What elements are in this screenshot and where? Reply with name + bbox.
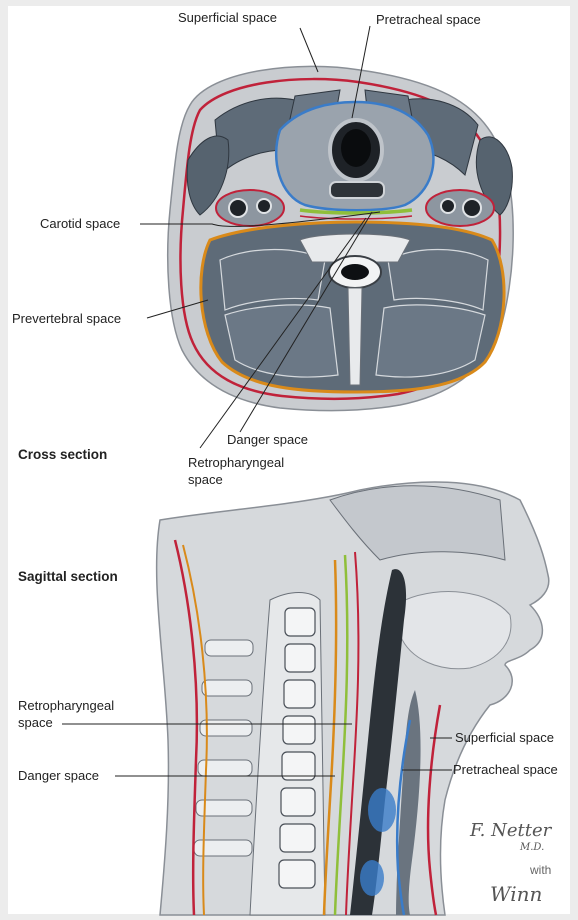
title-cross-section: Cross section — [18, 447, 107, 463]
label-retropharyngeal-sag-2: space — [18, 715, 53, 731]
label-carotid-space: Carotid space — [40, 216, 120, 232]
signature-netter: F. Netter — [470, 820, 551, 841]
label-retropharyngeal-sag-1: Retropharyngeal — [18, 698, 114, 714]
signature-with: with — [530, 862, 551, 878]
label-pretracheal-space-cross: Pretracheal space — [376, 12, 481, 28]
carotid-sheath-left — [216, 190, 284, 226]
label-superficial-space-sag: Superficial space — [455, 730, 554, 746]
title-sagittal-section: Sagittal section — [18, 569, 118, 585]
carotid-sheath-right — [426, 190, 494, 226]
leader-superficial — [300, 28, 318, 72]
sagittal-section-diagram — [62, 482, 549, 915]
trachea-lumen — [341, 129, 371, 167]
cross-section-diagram — [140, 26, 513, 448]
label-danger-space-sag: Danger space — [18, 768, 99, 784]
esophagus — [330, 182, 384, 198]
label-prevertebral-space: Prevertebral space — [12, 311, 121, 327]
label-superficial-space-cross: Superficial space — [178, 10, 277, 26]
signature-winn: Winn — [490, 882, 542, 906]
thyroid-sagittal — [368, 788, 396, 832]
label-pretracheal-space-sag: Pretracheal space — [453, 762, 558, 778]
signature-md: M.D. — [520, 842, 544, 853]
thyroid-sagittal-lower — [360, 860, 384, 896]
label-danger-space-cross: Danger space — [227, 432, 308, 448]
label-retropharyngeal-cross-2: space — [188, 472, 223, 488]
label-retropharyngeal-cross-1: Retropharyngeal — [188, 455, 284, 471]
